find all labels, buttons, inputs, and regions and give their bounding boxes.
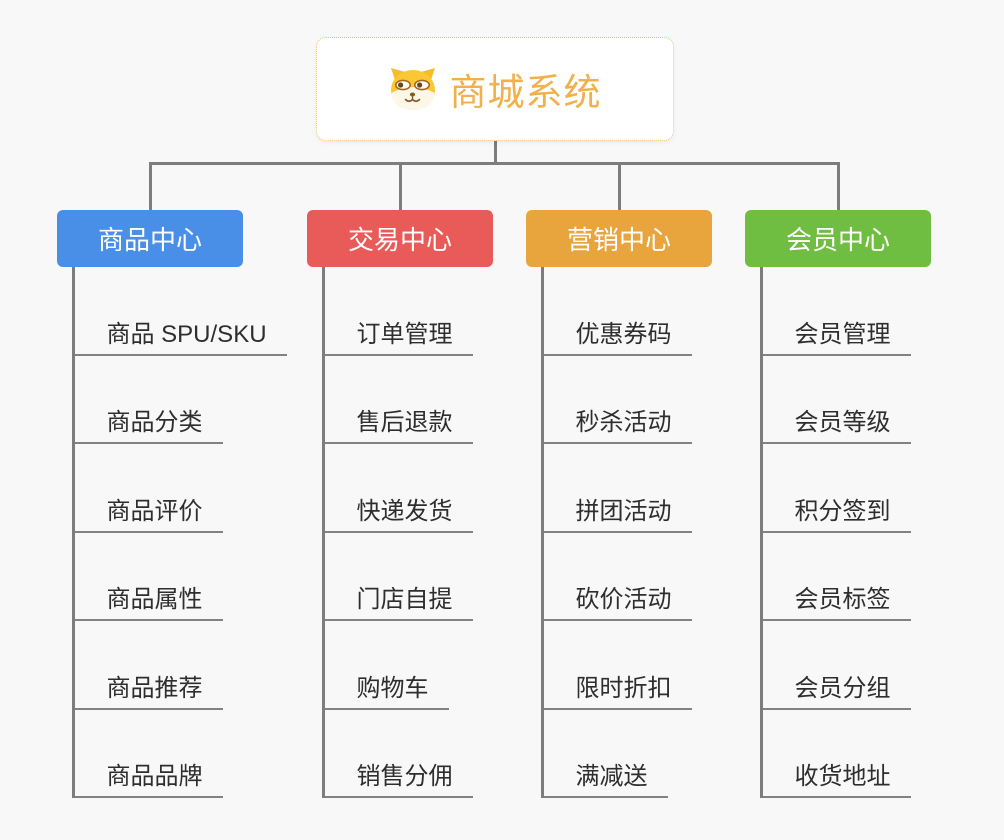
leaf-node-coupon-code[interactable]: 优惠券码 [543, 267, 692, 356]
branch-label: 商品中心 [97, 225, 202, 255]
leaf-column-member-center: 会员管理 会员等级 积分签到 会员标签 会员分组 收货地址 [759, 267, 911, 798]
leaf-node-product-category[interactable]: 商品分类 [74, 356, 223, 444]
leaf-node-flash-sale[interactable]: 秒杀活动 [543, 356, 692, 444]
leaf-node-after-sale-refund[interactable]: 售后退款 [324, 356, 473, 444]
leaf-node-express-delivery[interactable]: 快递发货 [324, 444, 473, 533]
leaf-node-product-brand[interactable]: 商品品牌 [74, 710, 223, 798]
connector-branch-stub [398, 163, 402, 210]
branch-node-trade-center[interactable]: 交易中心 [307, 210, 493, 267]
connector-root-stub [493, 141, 497, 165]
leaf-column-marketing-center: 优惠券码 秒杀活动 拼团活动 砍价活动 限时折扣 满减送 [540, 267, 692, 798]
leaf-node-member-group[interactable]: 会员分组 [762, 621, 911, 710]
leaf-node-limited-discount[interactable]: 限时折扣 [543, 621, 692, 710]
leaf-node-points-checkin[interactable]: 积分签到 [762, 444, 911, 533]
leaf-node-shopping-cart[interactable]: 购物车 [324, 621, 449, 710]
connector-branch-stub [148, 163, 152, 210]
connector-branch-stub [617, 163, 621, 210]
branch-node-marketing-center[interactable]: 营销中心 [526, 210, 712, 267]
leaf-node-product-review[interactable]: 商品评价 [74, 444, 223, 533]
root-node-title: 商城系统 [449, 72, 602, 113]
leaf-node-product-spu-sku[interactable]: 商品 SPU/SKU [74, 267, 287, 356]
branch-label: 会员中心 [785, 225, 890, 255]
root-node-mall-system[interactable]: 商城系统 [316, 37, 674, 141]
leaf-node-member-tag[interactable]: 会员标签 [762, 533, 911, 621]
leaf-node-sales-commission[interactable]: 销售分佣 [324, 710, 473, 798]
leaf-node-member-level[interactable]: 会员等级 [762, 356, 911, 444]
connector-branch-stub [836, 163, 840, 210]
leaf-node-bargain-activity[interactable]: 砍价活动 [543, 533, 692, 621]
leaf-node-order-management[interactable]: 订单管理 [324, 267, 473, 356]
leaf-node-group-buy[interactable]: 拼团活动 [543, 444, 692, 533]
leaf-node-full-reduction[interactable]: 满减送 [543, 710, 668, 798]
leaf-column-product-center: 商品 SPU/SKU 商品分类 商品评价 商品属性 商品推荐 商品品牌 [71, 267, 287, 798]
leaf-node-member-management[interactable]: 会员管理 [762, 267, 911, 356]
leaf-node-store-pickup[interactable]: 门店自提 [324, 533, 473, 621]
branch-node-product-center[interactable]: 商品中心 [57, 210, 243, 267]
leaf-node-product-attribute[interactable]: 商品属性 [74, 533, 223, 621]
branch-label: 营销中心 [566, 225, 671, 255]
branch-node-member-center[interactable]: 会员中心 [745, 210, 931, 267]
connector-horizontal-line [148, 161, 840, 165]
branch-label: 交易中心 [347, 225, 452, 255]
dog-face-icon [390, 68, 435, 110]
leaf-node-product-recommend[interactable]: 商品推荐 [74, 621, 223, 710]
leaf-node-shipping-address[interactable]: 收货地址 [762, 710, 911, 798]
leaf-column-trade-center: 订单管理 售后退款 快递发货 门店自提 购物车 销售分佣 [321, 267, 473, 798]
